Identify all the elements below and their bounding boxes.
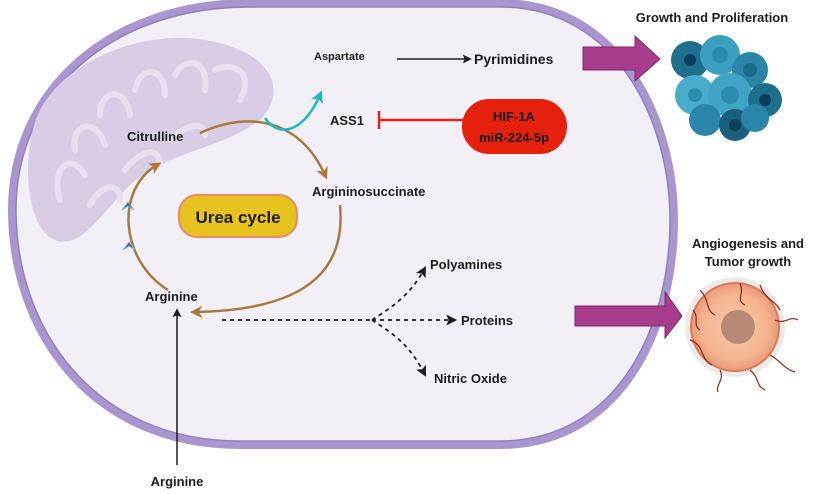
growth-proliferation-label: Growth and Proliferation [636, 10, 788, 25]
polyamines-label: Polyamines [430, 257, 502, 272]
transporter-icon [121, 201, 136, 251]
argininosuccinate-label: Argininosuccinate [312, 184, 425, 199]
arginine-intracellular-label: Arginine [145, 289, 198, 304]
arginine-extracellular-label: Arginine [151, 474, 204, 489]
arginine-to-citrulline-arrow [127, 162, 169, 292]
tumor-cell-cluster-icon [671, 35, 782, 141]
aspartate-label: Aspartate [314, 51, 365, 63]
hif-mir-badge: HIF-1A miR-224-5p [462, 99, 567, 154]
pyrimidines-label: Pyrimidines [474, 51, 554, 67]
urea-cycle-label: Urea cycle [195, 208, 280, 227]
argininosuccinate-to-arginine-arrow [190, 204, 342, 319]
urea-cycle-badge: Urea cycle [178, 194, 298, 238]
citrulline-label: Citrulline [127, 129, 183, 144]
ass1-label: ASS1 [330, 113, 364, 128]
arginine-products-arrows [222, 266, 458, 377]
angiogenesis-output-arrow [574, 290, 683, 340]
mitochondrion-body [27, 37, 274, 242]
proliferation-output-arrow [582, 34, 661, 83]
hif1a-label: HIF-1A [493, 109, 536, 124]
vascularized-tumor-icon [685, 277, 799, 393]
inhibition-bar [377, 111, 463, 129]
proteins-label: Proteins [461, 313, 513, 328]
mir224-label: miR-224-5p [479, 130, 549, 145]
angiogenesis-label-line2: Tumor growth [705, 254, 791, 269]
nitric-oxide-label: Nitric Oxide [434, 371, 507, 386]
angiogenesis-label-line1: Angiogenesis and [692, 236, 804, 251]
argininosuccinate-to-aspartate-arrow [263, 90, 323, 131]
